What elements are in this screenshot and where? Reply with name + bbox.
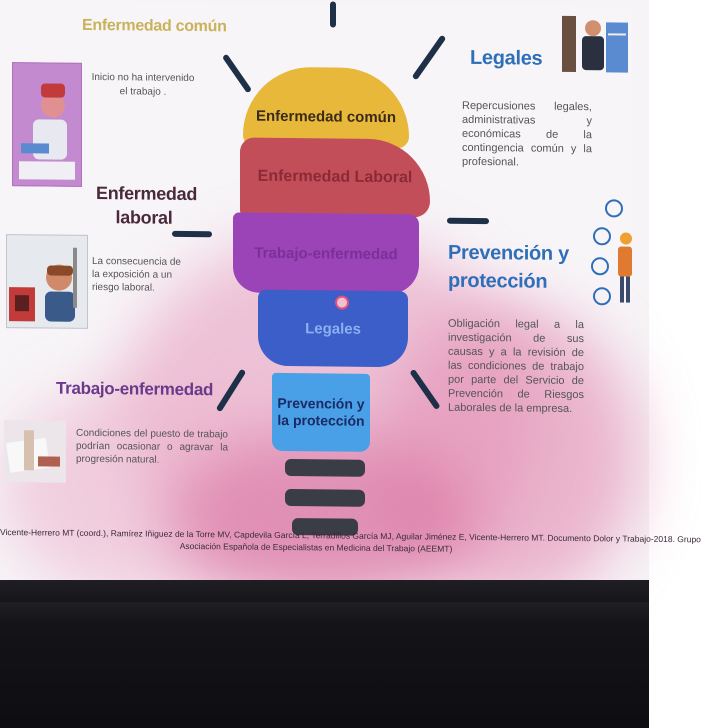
paperwork-illustration: [4, 420, 66, 483]
legales-title: Legales: [470, 46, 543, 70]
enfermedad-comun-text: Inicio no ha intervenido el trabajo .: [91, 71, 195, 98]
band-label: Enfermedad común: [255, 107, 397, 126]
enfermedad-laboral-text: La consecuencia de la exposición a un ri…: [92, 255, 181, 294]
safety-worker-illustration: [591, 192, 632, 322]
prevencion-title-line1: Prevención y: [448, 241, 569, 265]
band-label-line2: la protección: [277, 411, 365, 429]
worker-at-computer-illustration: [6, 234, 88, 329]
legales-text: Repercusiones legales, administrativas y…: [462, 99, 592, 169]
bulb-base-bar-2: [285, 488, 365, 507]
enfermedad-laboral-title-line1: Enfermedad: [96, 183, 198, 205]
band-label: Legales: [305, 319, 361, 338]
enfermedad-laboral-title: Enfermedad laboral: [96, 181, 198, 230]
prevencion-text: Obligación legal a la investigación de s…: [448, 317, 584, 415]
projected-slide: Enfermedad común Enfermedad Laboral Trab…: [0, 1, 701, 607]
bulb-band-prevencion: Prevención y la protección: [272, 372, 370, 452]
ray-left: [172, 230, 212, 238]
enfermedad-comun-title: Enfermedad común: [82, 16, 227, 36]
ray-top-left: [221, 53, 253, 94]
band-label-line1: Prevención y: [277, 394, 365, 412]
bulb-band-trabajo-enfermedad: Trabajo-enfermedad: [233, 212, 419, 295]
bulb-band-enfermedad-comun: Enfermedad común: [243, 66, 409, 149]
prevencion-title: Prevención y protección: [448, 239, 569, 296]
prevencion-title-line2: protección: [448, 269, 548, 293]
trabajo-enfermedad-text: Condiciones del puesto de trabajo podría…: [76, 427, 228, 466]
ray-top-right: [411, 34, 447, 81]
pointer-dot: [335, 295, 349, 310]
projector-dark-area: [0, 580, 649, 728]
sick-person-illustration: [12, 62, 82, 187]
ray-top: [330, 1, 336, 28]
bulb-band-enfermedad-laboral: Enfermedad Laboral: [240, 137, 430, 218]
enfermedad-laboral-title-line2: laboral: [115, 207, 173, 228]
bulb-band-legales: Legales: [258, 289, 408, 368]
scales-of-justice-illustration: [562, 6, 630, 79]
bulb-base-bar-1: [285, 458, 365, 477]
band-label: Enfermedad Laboral: [257, 167, 413, 187]
trabajo-enfermedad-title: Trabajo-enfermedad: [56, 378, 214, 400]
ray-right: [447, 217, 489, 225]
band-label: Trabajo-enfermedad: [254, 244, 398, 263]
